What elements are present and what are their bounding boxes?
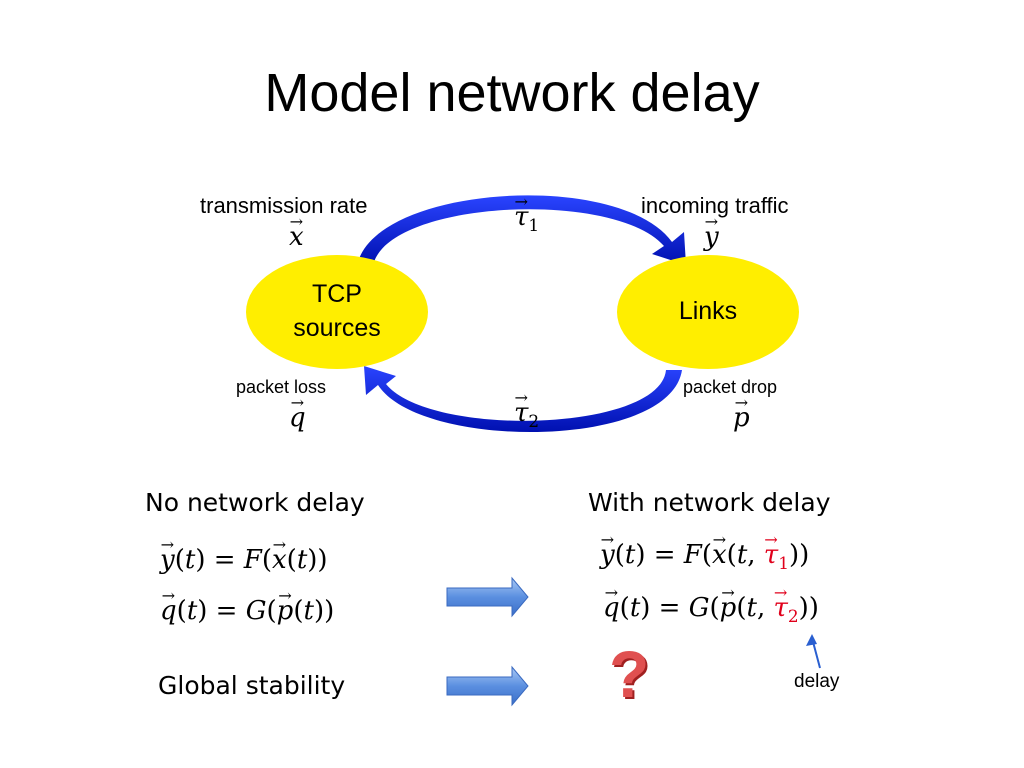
no-delay-equation-2: q(t) = G(p(t)) xyxy=(160,596,334,626)
question-mark: ? xyxy=(609,637,650,711)
delay-label: delay xyxy=(794,671,840,692)
page-title: Model network delay xyxy=(264,63,760,123)
transmission-rate-label: transmission rate xyxy=(200,193,368,218)
q-vector-symbol: q xyxy=(289,403,306,433)
links-label: Links xyxy=(678,297,738,326)
tau1-symbol: τ1 xyxy=(514,202,539,235)
delay-pointer-head xyxy=(806,634,817,646)
packet-loss-label: packet loss xyxy=(236,377,327,397)
forward-path-arrow xyxy=(358,195,686,265)
backward-path-arrow xyxy=(364,366,682,433)
no-delay-equation-1: y(t) = F(x(t)) xyxy=(160,545,328,575)
packet-drop-label: packet drop xyxy=(683,377,778,397)
with-delay-heading: With network delay xyxy=(588,488,831,517)
implication-arrow-1 xyxy=(446,576,529,618)
global-stability-label: Global stability xyxy=(158,671,346,700)
tau2-symbol: τ2 xyxy=(514,398,539,431)
tcp-sources-node xyxy=(246,255,428,369)
p-vector-symbol: p xyxy=(733,403,750,433)
with-delay-equation-2: q(t) = G(p(t, τ2)) xyxy=(603,593,819,626)
with-delay-equation-1: y(t) = F(x(t, τ1)) xyxy=(600,540,809,573)
links-node xyxy=(617,255,799,369)
x-vector-symbol: x xyxy=(289,222,304,252)
implication-arrow-2 xyxy=(446,665,529,707)
y-vector-symbol: y xyxy=(704,222,719,252)
no-delay-heading: No network delay xyxy=(145,488,365,517)
